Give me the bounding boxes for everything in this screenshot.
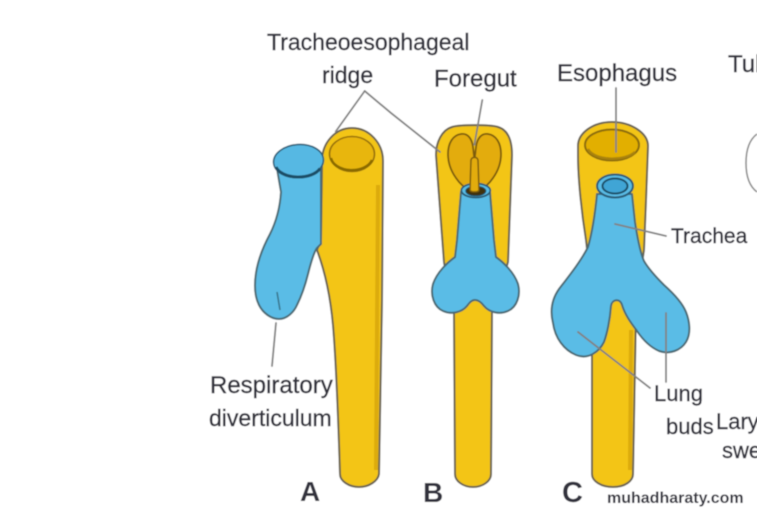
svg-text:Tube: Tube <box>728 51 757 78</box>
svg-text:B: B <box>423 477 443 508</box>
svg-text:Esophagus: Esophagus <box>557 60 677 87</box>
svg-text:Respiratory: Respiratory <box>210 372 333 399</box>
svg-text:muhadharaty.com: muhadharaty.com <box>607 490 744 507</box>
svg-text:diverticulum: diverticulum <box>209 405 332 431</box>
svg-text:Tracheoesophageal: Tracheoesophageal <box>267 29 469 55</box>
svg-text:buds: buds <box>666 414 714 439</box>
svg-text:Trachea: Trachea <box>671 225 748 248</box>
svg-text:ridge: ridge <box>322 62 373 88</box>
svg-text:C: C <box>562 477 583 509</box>
svg-text:Laryngeal: Laryngeal <box>716 409 757 434</box>
svg-text:Foregut: Foregut <box>434 66 517 93</box>
svg-text:swelling: swelling <box>722 438 757 463</box>
svg-text:A: A <box>300 476 320 507</box>
svg-text:Lung: Lung <box>654 381 703 406</box>
